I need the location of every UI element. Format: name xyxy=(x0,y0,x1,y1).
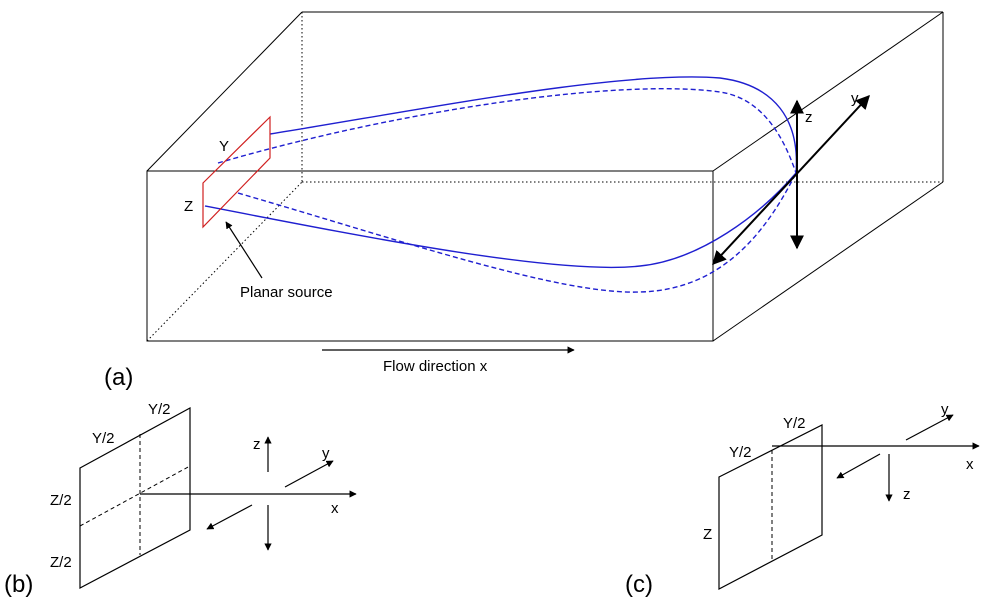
b-z-half-lower: Z/2 xyxy=(50,554,72,571)
panel-a-tag: (a) xyxy=(104,364,133,391)
axis-y-label: y xyxy=(851,90,859,107)
b-y-half-left: Y/2 xyxy=(92,430,115,447)
box-visible-edges xyxy=(146,11,944,342)
plume-bottom-dashed xyxy=(237,172,797,293)
b-z-half-upper: Z/2 xyxy=(50,492,72,509)
panel-b-tag: (b) xyxy=(4,571,33,598)
c-axis-x-label: x xyxy=(966,456,974,473)
plume-top-dashed xyxy=(217,88,797,174)
b-axis-y-down-arrow xyxy=(206,504,253,530)
axis-z-label: z xyxy=(805,109,813,126)
c-axis-y-down-arrow xyxy=(836,453,881,479)
plume-bottom-solid xyxy=(204,172,797,269)
plane-b-horizontal-divider xyxy=(79,465,191,527)
c-axis-y-label: y xyxy=(941,401,949,418)
c-axis-y-up-arrow xyxy=(905,414,954,441)
planar-source xyxy=(202,115,271,229)
b-axis-x-label: x xyxy=(331,500,339,517)
c-y-half-top: Y/2 xyxy=(783,415,806,432)
axis-y-arrow xyxy=(712,94,870,266)
source-z-label: Z xyxy=(184,198,193,215)
b-y-half-top: Y/2 xyxy=(148,401,171,418)
source-plane-c xyxy=(718,424,823,590)
source-plane-b xyxy=(79,406,191,589)
panel-a: Y Z Planar source z y Flow direction x (… xyxy=(104,11,944,391)
panel-b: Y/2 Y/2 Z/2 Z/2 x z y (b) xyxy=(4,401,357,598)
panel-c-tag: (c) xyxy=(625,571,653,598)
b-axis-y-label: y xyxy=(322,445,330,462)
c-axis-z-label: z xyxy=(903,486,911,503)
source-pointer-arrow xyxy=(225,221,263,279)
source-caption: Planar source xyxy=(240,284,333,301)
b-axis-z-label: z xyxy=(253,436,261,453)
c-y-half-left: Y/2 xyxy=(729,444,752,461)
panel-c: Y/2 Y/2 Z x y z (c) xyxy=(625,401,980,598)
box-hidden-edges xyxy=(146,12,943,342)
source-y-label: Y xyxy=(219,138,229,155)
c-z-label: Z xyxy=(703,526,712,543)
b-axis-y-up-arrow xyxy=(284,460,334,488)
flow-direction-label: Flow direction x xyxy=(383,358,488,375)
